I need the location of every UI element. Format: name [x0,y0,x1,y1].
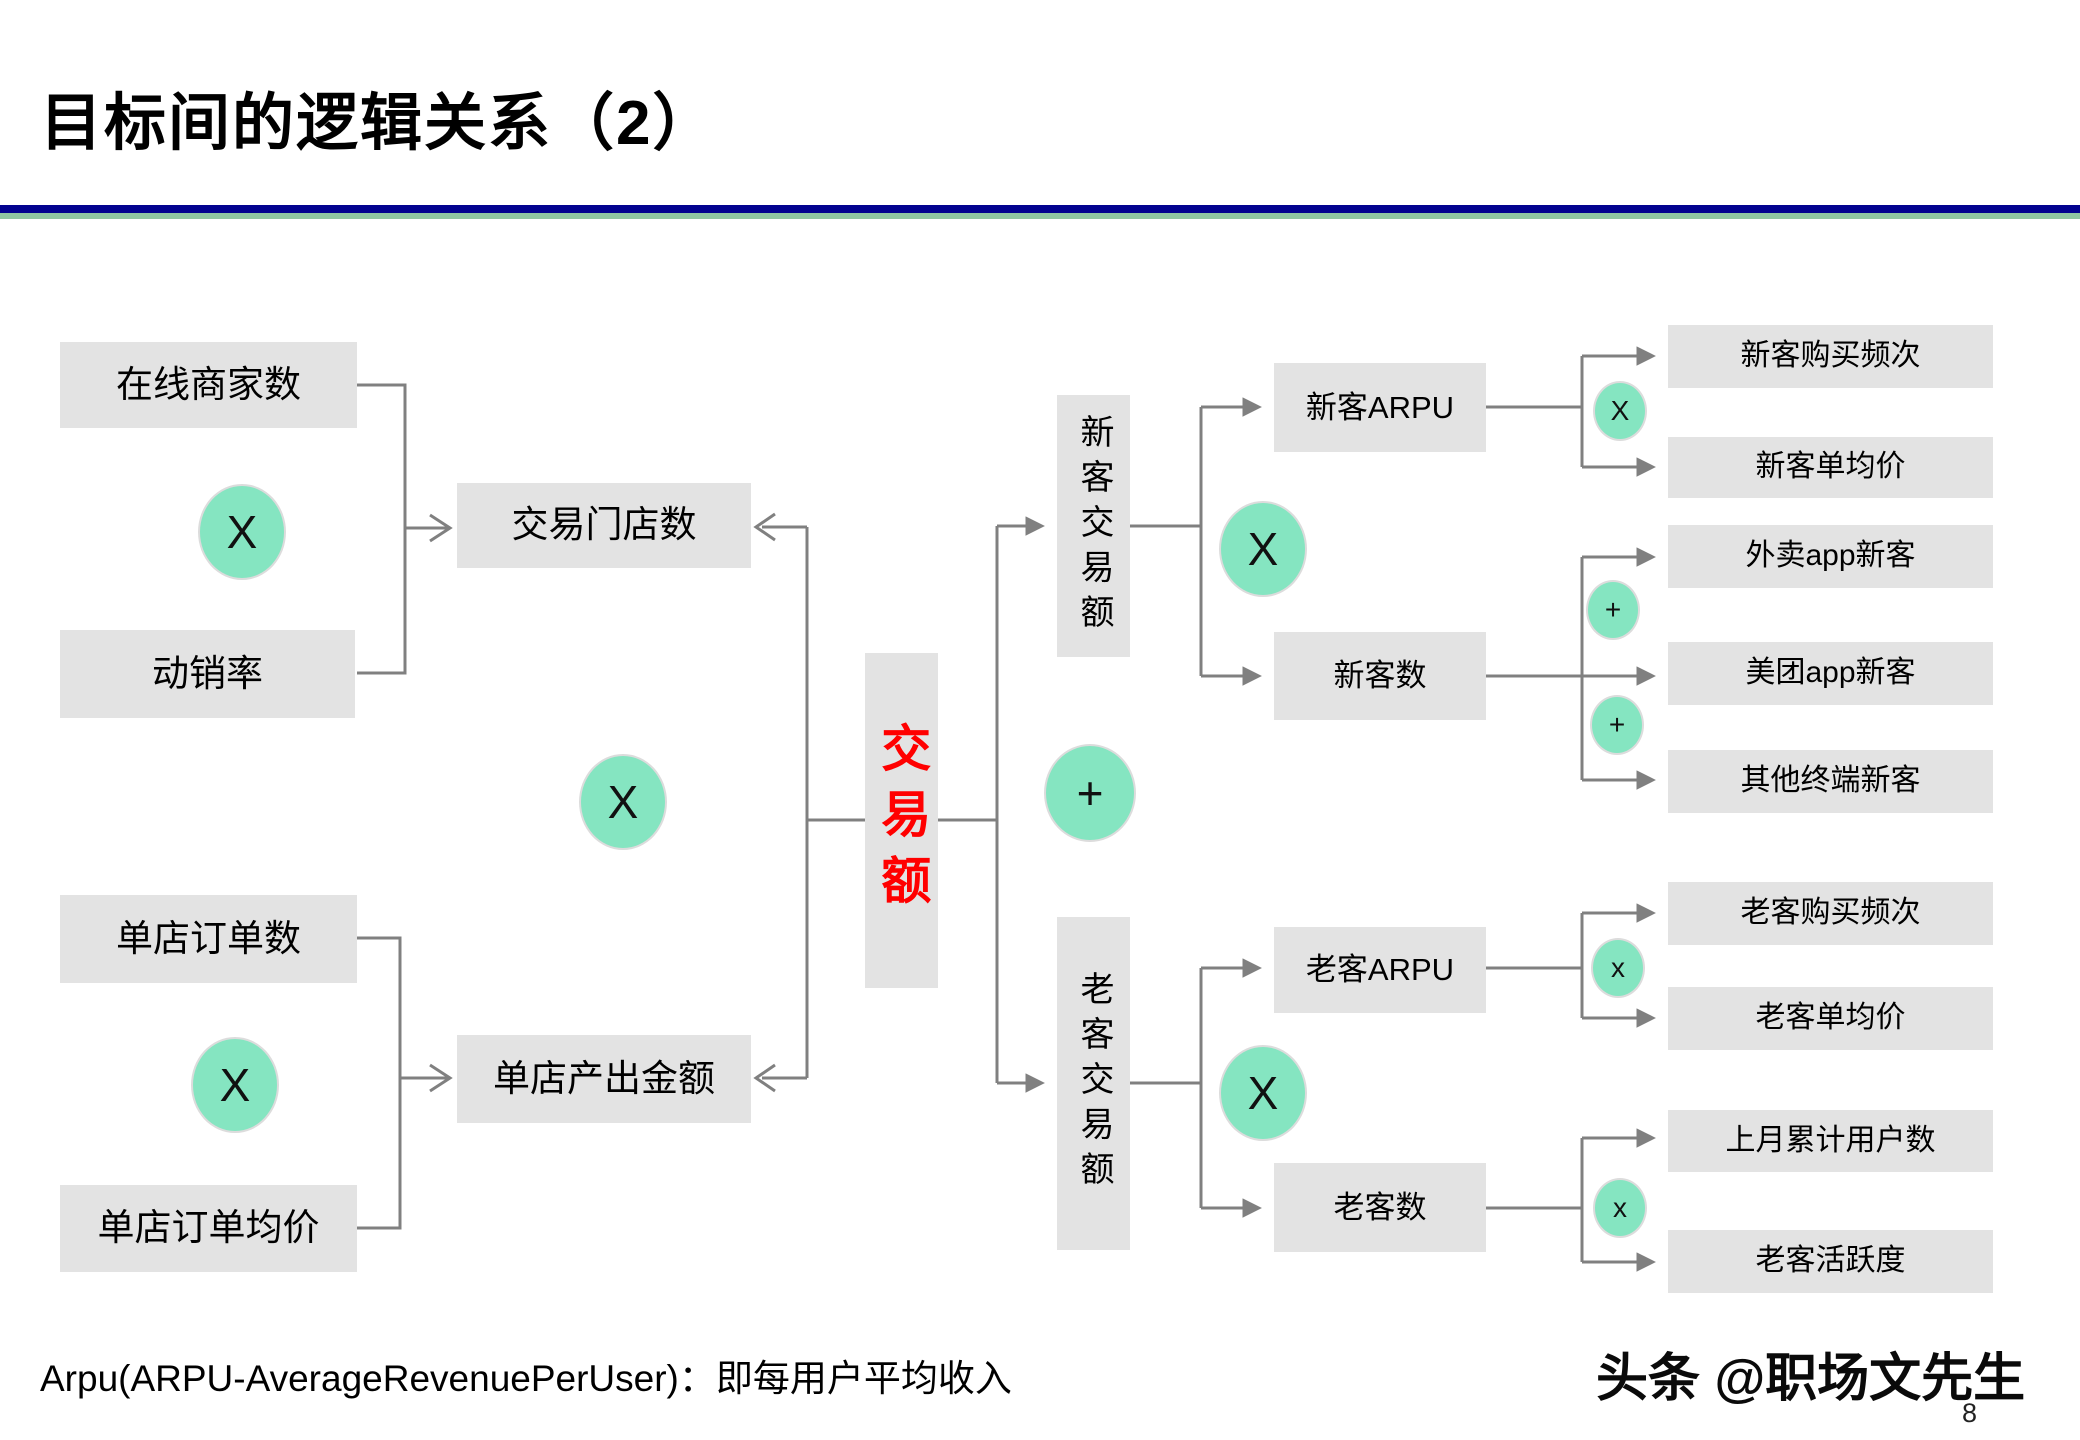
node-new-purchase-freq: 新客购买频次 [1668,325,1993,388]
title-divider-blue [0,205,2080,213]
node-sell-through-rate: 动销率 [60,630,355,718]
multiply-operator-icon: X [1219,501,1307,597]
edge-gmv-left-split [753,512,865,1093]
edge-gmv-right-split [938,516,1045,1093]
node-new-avg-order-value: 新客单均价 [1668,437,1993,498]
node-store-orders: 单店订单数 [60,895,357,983]
page-title: 目标间的逻辑关系（2） [40,89,717,158]
multiply-operator-icon: X [191,1037,279,1133]
node-old-customer-count: 老客数 [1274,1163,1486,1252]
node-store-avg-order-price: 单店订单均价 [60,1185,357,1272]
edge-old-count-split [1486,1128,1656,1272]
edge-old-arpu-split [1486,903,1656,1028]
page-number: 8 [1962,1398,1978,1428]
multiply-operator-icon: X [579,754,667,850]
edge-new-count-split [1486,547,1656,790]
node-old-arpu: 老客ARPU [1274,927,1486,1013]
node-trading-stores: 交易门店数 [457,483,751,568]
node-new-customer-gmv: 新客交易额 [1057,395,1130,657]
multiply-operator-icon: X [1219,1045,1307,1141]
node-old-customer-gmv: 老客交易额 [1057,917,1130,1250]
watermark: 头条 @职场文先生 [1596,1350,2026,1408]
title-divider-green [0,213,2080,219]
node-last-month-users: 上月累计用户数 [1668,1110,1993,1172]
plus-operator-icon: + [1586,580,1640,640]
edge-new-split [1130,397,1262,686]
node-online-merchants: 在线商家数 [60,342,357,428]
plus-operator-icon: + [1590,695,1644,755]
edge-old-split [1130,958,1262,1218]
arpu-footnote: Arpu(ARPU-AverageRevenuePerUser)：即每用户平均收… [40,1358,1012,1399]
node-old-avg-order-value: 老客单均价 [1668,987,1993,1050]
edge-new-arpu-split [1486,346,1656,477]
node-store-output-amount: 单店产出金额 [457,1035,751,1123]
node-meituan-app-new: 美团app新客 [1668,642,1993,705]
node-new-customer-count: 新客数 [1274,632,1486,720]
edge-left-top-feed [357,383,453,675]
edge-left-bottom-feed [357,936,453,1230]
node-new-arpu: 新客ARPU [1274,363,1486,452]
plus-operator-icon: + [1044,744,1136,842]
node-other-terminal-new: 其他终端新客 [1668,750,1993,813]
multiply-operator-icon: X [198,484,286,580]
multiply-operator-icon: x [1591,938,1645,998]
node-waimai-app-new: 外卖app新客 [1668,525,1993,588]
node-gmv: 交易额 [865,653,938,988]
multiply-operator-icon: x [1593,1178,1647,1238]
multiply-operator-icon: X [1593,381,1647,441]
node-old-purchase-freq: 老客购买频次 [1668,882,1993,945]
node-old-customer-activity: 老客活跃度 [1668,1230,1993,1293]
